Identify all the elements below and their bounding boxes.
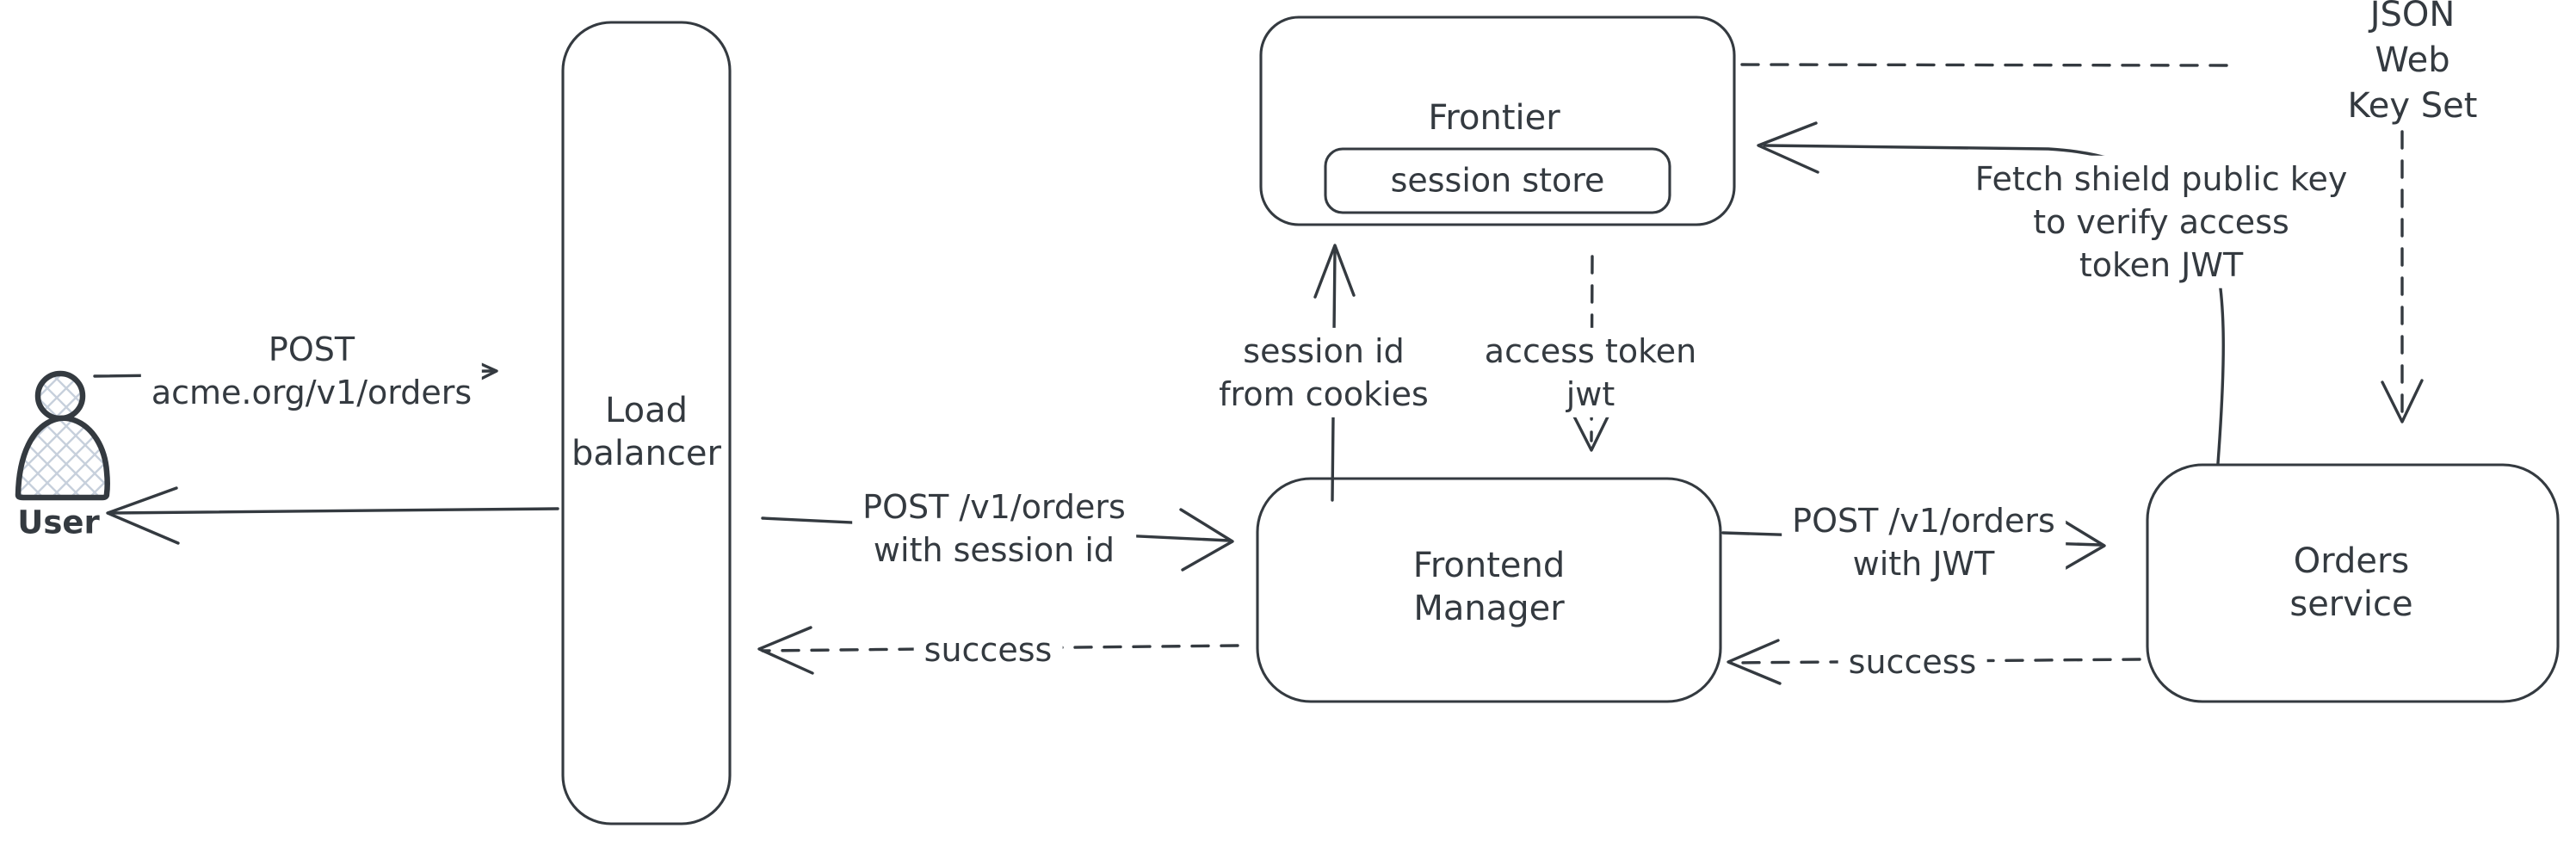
arrowhead-frontend-manager-to-frontier xyxy=(1313,244,1356,299)
edge-label-post-orders: POST acme.org/v1/orders xyxy=(140,325,483,417)
session-store-label: session store xyxy=(1390,161,1605,200)
arrowhead-frontier-to-frontend-manager xyxy=(1570,408,1613,452)
frontend-manager-label: Frontend Manager xyxy=(1412,546,1566,628)
user-head xyxy=(34,370,86,422)
arrowhead-orders-service-to-frontier xyxy=(1757,121,1819,174)
session-store-box xyxy=(1324,147,1671,214)
arrowhead-load-balancer-to-frontend-manager xyxy=(1179,508,1234,572)
load-balancer-box xyxy=(561,21,732,825)
edge-label-success-lb: success xyxy=(913,626,1063,674)
edge-label-session-id-cookies: session id from cookies xyxy=(1208,327,1439,418)
arrowhead-orders-service-to-frontend-manager-success xyxy=(1727,639,1782,685)
arrowhead-frontend-manager-to-load-balancer-success xyxy=(757,626,814,675)
user-icon xyxy=(15,370,110,501)
arrow-load-balancer-to-user xyxy=(108,507,559,515)
user-body xyxy=(15,415,110,501)
arrowhead-frontend-manager-to-orders-service xyxy=(2052,513,2106,576)
arrowhead-load-balancer-to-user xyxy=(106,486,180,545)
load-balancer-label: Load balancer xyxy=(571,391,721,473)
user-label: User xyxy=(17,504,100,541)
edge-label-fetch-shield-key: Fetch shield public key to verify access… xyxy=(1964,155,2358,289)
edge-label-post-session-id: POST /v1/orders with session id xyxy=(852,483,1136,574)
arrowhead-jwks-to-orders-service xyxy=(2381,379,2424,424)
edge-label-post-jwt: POST /v1/orders with JWT xyxy=(1782,497,2066,588)
orders-service-label: Orders service xyxy=(2289,541,2413,624)
jwks-label: JSON Web Key Set xyxy=(2331,0,2494,131)
edge-label-access-token-jwt: access token jwt xyxy=(1473,327,1708,418)
edge-label-success-fm: success xyxy=(1838,638,1987,686)
orders-service-box xyxy=(2146,463,2560,703)
frontend-manager-box xyxy=(1256,477,1722,703)
frontier-label: Frontier xyxy=(1428,98,1560,138)
